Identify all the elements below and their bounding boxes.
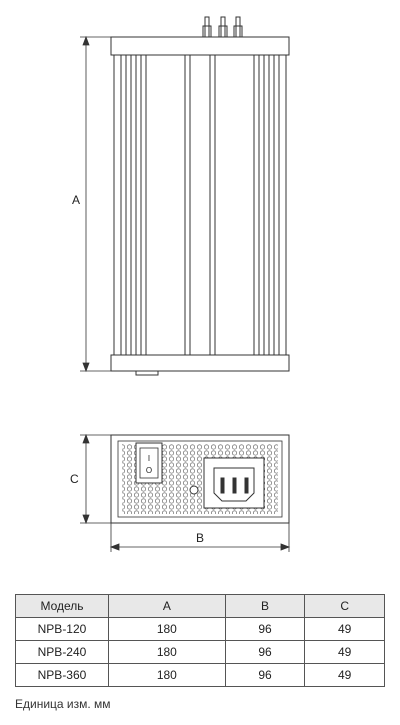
table-header-row: Модель A B C <box>15 594 385 618</box>
cell-b: 96 <box>224 663 306 687</box>
output-terminals <box>202 16 243 38</box>
front-panel-inner <box>117 440 283 518</box>
indicator-led <box>189 485 199 495</box>
cell-a: 180 <box>108 617 226 641</box>
dimension-b <box>109 523 291 552</box>
bottom-tab <box>135 370 159 376</box>
center-channel <box>184 55 216 355</box>
header-c: C <box>304 594 385 618</box>
dimension-label-b: B <box>196 531 204 545</box>
table-row: NPB-360 180 96 49 <box>15 663 385 687</box>
ac-inlet <box>203 457 265 509</box>
power-switch: I O <box>135 442 163 484</box>
switch-on-mark: I <box>148 454 150 463</box>
table-row: NPB-120 180 96 49 <box>15 617 385 641</box>
left-fins <box>120 55 147 355</box>
cell-model: NPB-360 <box>15 663 109 687</box>
dimension-c <box>80 433 111 525</box>
switch-off-mark: O <box>146 466 152 475</box>
cell-c: 49 <box>304 663 385 687</box>
cell-b: 96 <box>224 617 306 641</box>
front-panel-outer <box>110 434 290 524</box>
header-b: B <box>224 594 306 618</box>
top-end-cap <box>110 36 290 56</box>
right-fins <box>253 55 280 355</box>
units-note: Единица изм. мм <box>15 697 111 711</box>
dimension-a <box>80 35 111 373</box>
header-model: Модель <box>15 594 109 618</box>
top-view <box>110 16 290 376</box>
cell-a: 180 <box>108 640 226 664</box>
dimension-label-a: A <box>72 193 80 207</box>
cell-c: 49 <box>304 640 385 664</box>
cell-a: 180 <box>108 663 226 687</box>
cell-model: NPB-120 <box>15 617 109 641</box>
cell-model: NPB-240 <box>15 640 109 664</box>
dimension-label-c: C <box>70 472 79 486</box>
cell-c: 49 <box>304 617 385 641</box>
front-view: I O <box>110 434 290 524</box>
dimensions-table: Модель A B C NPB-120 180 96 49 NPB-240 1… <box>15 594 385 687</box>
aluminum-body <box>113 54 287 356</box>
cell-b: 96 <box>224 640 306 664</box>
table-row: NPB-240 180 96 49 <box>15 640 385 664</box>
technical-drawing: A I O <box>70 16 291 552</box>
bottom-end-cap <box>110 354 290 372</box>
header-a: A <box>108 594 226 618</box>
